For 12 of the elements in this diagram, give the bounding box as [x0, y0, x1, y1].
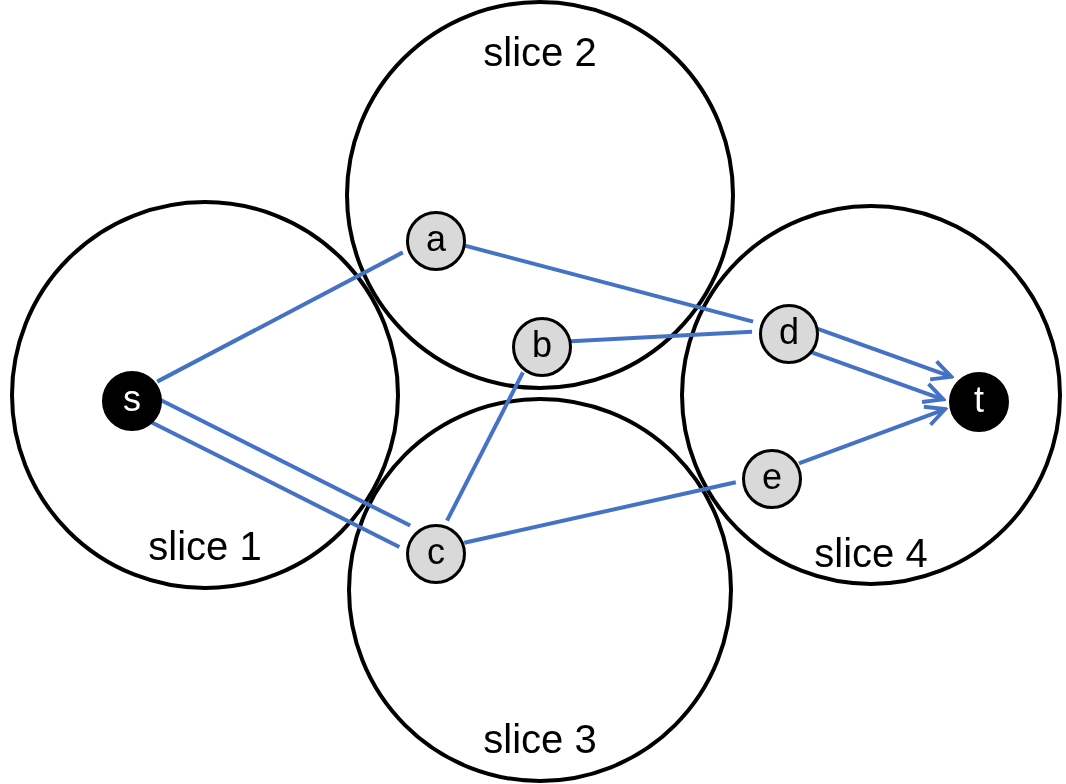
graph-edge — [159, 398, 412, 528]
region-label: slice 3 — [483, 719, 597, 759]
graph-edge — [463, 480, 737, 545]
graph-edge — [570, 329, 753, 344]
graph-edge — [156, 250, 404, 384]
region-label: slice 4 — [814, 533, 928, 573]
region-label: slice 2 — [483, 32, 597, 72]
graph-edge — [809, 349, 946, 404]
graph-edge — [817, 327, 954, 382]
graph-edge — [798, 404, 948, 466]
graph-edge — [463, 243, 754, 324]
region-label: slice 1 — [148, 526, 262, 566]
